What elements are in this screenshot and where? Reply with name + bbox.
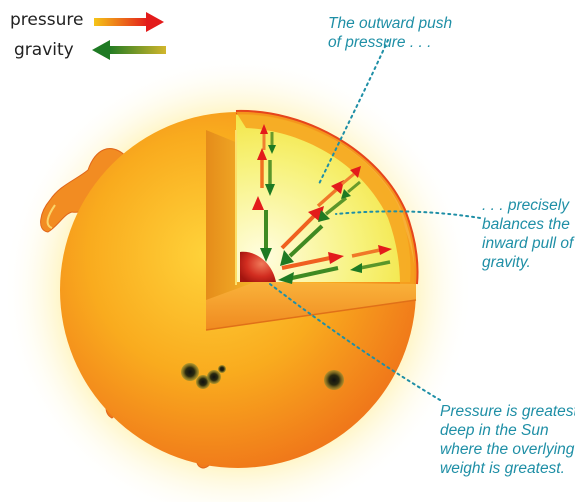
annotation-balances: . . . precisely balances the inward pull… xyxy=(482,197,574,271)
sun-core xyxy=(240,251,276,282)
gravity-arrow xyxy=(265,160,275,196)
sunspots xyxy=(181,363,344,390)
pressure-arrow xyxy=(316,180,344,208)
pressure-arrow xyxy=(260,124,268,150)
cutaway-interior xyxy=(236,114,411,283)
legend-pressure-arrow xyxy=(94,12,164,32)
force-arrows xyxy=(252,124,392,284)
cutaway-bottom-wall xyxy=(206,282,416,330)
gravity-arrow xyxy=(260,210,272,262)
pressure-arrow xyxy=(341,166,361,186)
gravity-arrow xyxy=(278,266,339,284)
gravity-arrow xyxy=(318,196,348,222)
annotation-pressure-greatest: Pressure is greatest deep in the Sun whe… xyxy=(440,403,575,477)
pressure-arrow xyxy=(351,245,392,258)
sun-shell xyxy=(236,111,417,284)
pressure-arrow xyxy=(257,148,267,188)
legend-gravity-arrow xyxy=(92,40,166,60)
pressure-arrow xyxy=(252,196,264,252)
gravity-arrow xyxy=(268,132,276,154)
gravity-arrow xyxy=(341,180,361,199)
gravity-arrow xyxy=(350,260,391,273)
legend-gravity-label: gravity xyxy=(14,40,74,60)
pressure-arrow xyxy=(281,252,344,270)
annotation-outward-push: The outward push of pressure . . . xyxy=(328,15,453,51)
leader-lines xyxy=(269,39,481,401)
legend-pressure-label: pressure xyxy=(10,10,84,30)
gravity-arrow xyxy=(280,224,324,266)
